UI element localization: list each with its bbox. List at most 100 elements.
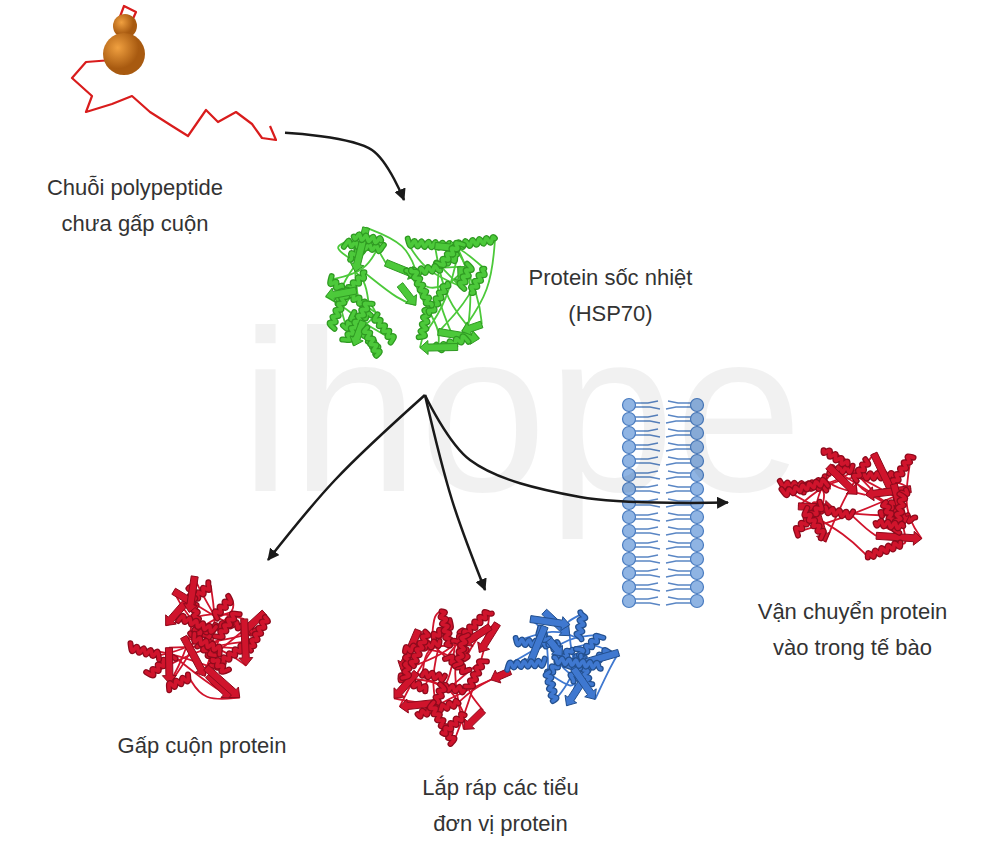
beta-strand — [420, 341, 458, 355]
lipid-head — [623, 511, 636, 524]
helix — [411, 632, 429, 666]
loops — [407, 239, 495, 348]
helix-outline — [824, 450, 848, 464]
lipid-head — [691, 567, 704, 580]
helix-outline — [455, 635, 469, 666]
lipid-head — [691, 511, 704, 524]
caption-text: Gấp cuộn protein — [92, 728, 312, 764]
beta-strand — [204, 665, 240, 698]
lipid-head — [623, 581, 636, 594]
helix-outline — [554, 657, 601, 668]
helix-outline — [169, 674, 188, 690]
helix — [781, 480, 827, 495]
lipid-head — [623, 469, 636, 482]
arrow-connector — [425, 395, 728, 503]
lipid-head — [623, 455, 636, 468]
beta-strand — [239, 619, 253, 666]
helix-outline — [178, 616, 216, 632]
helix — [876, 521, 904, 529]
helix-outline — [876, 521, 904, 529]
helix-outline — [411, 632, 429, 666]
beta-strand — [571, 667, 596, 700]
caption-text: Lắp ráp các tiểu đơn vị protein — [408, 770, 593, 842]
illustration-node: Protein sốc nhiệt (HSP70) — [325, 200, 720, 395]
watermark: ihope — [240, 297, 803, 527]
chain-line — [72, 6, 276, 140]
helix — [442, 714, 464, 734]
helix-outline — [507, 659, 545, 670]
helix — [194, 634, 220, 655]
hsp70-lobe — [406, 237, 495, 354]
folded-protein — [129, 576, 268, 699]
helix-outline — [804, 508, 824, 538]
protein-subunit — [394, 611, 512, 744]
loops — [507, 613, 619, 706]
lipid-head — [623, 539, 636, 552]
helix-outline — [868, 543, 901, 558]
lipid-head — [691, 595, 704, 608]
helix-outline — [781, 480, 827, 495]
arrow-connector — [285, 133, 404, 200]
helix — [411, 270, 432, 306]
helix — [354, 234, 381, 242]
helix — [507, 659, 545, 670]
beta-strand — [326, 287, 357, 302]
helix-outline — [411, 270, 432, 306]
helix — [455, 635, 469, 666]
lipid-head — [623, 413, 636, 426]
helix — [554, 657, 601, 668]
illustration-node: Vận chuyển protein vào trong tế bào — [728, 420, 978, 672]
helix — [364, 327, 380, 355]
helix-outline — [131, 643, 160, 659]
lipid-head — [623, 525, 636, 538]
helix — [178, 616, 216, 632]
lipid-head — [691, 539, 704, 552]
lipid-head — [691, 413, 704, 426]
lipid-head — [691, 441, 704, 454]
helix — [131, 643, 160, 659]
arrow-connector — [268, 395, 425, 560]
helix — [215, 596, 231, 618]
lipid-head — [691, 581, 704, 594]
caption-text: Vận chuyển protein vào trong tế bào — [745, 594, 960, 666]
lipid-head — [691, 469, 704, 482]
helix-outline — [436, 243, 463, 265]
lipid-head — [623, 483, 636, 496]
lipid-head — [691, 525, 704, 538]
helix — [868, 543, 901, 558]
helix — [169, 674, 188, 690]
lipid-head — [623, 595, 636, 608]
arrow-connector — [425, 395, 485, 590]
helix-outline — [354, 234, 381, 242]
helix — [546, 672, 557, 701]
loop — [852, 516, 876, 536]
protein-subunit — [507, 609, 620, 706]
helix — [248, 617, 268, 650]
lipid-head — [623, 427, 636, 440]
helix — [436, 243, 463, 265]
helix — [824, 450, 848, 464]
ribosome-large — [103, 33, 145, 75]
lipid-head — [623, 399, 636, 412]
helix-outline — [194, 634, 220, 655]
helix — [854, 459, 869, 480]
beta-strand — [184, 576, 199, 613]
lipid-head — [623, 441, 636, 454]
loop — [462, 239, 495, 331]
lipid-head — [691, 399, 704, 412]
helix-outline — [442, 714, 464, 734]
helix — [374, 314, 394, 342]
beta-strand — [530, 616, 570, 631]
helix-outline — [422, 671, 445, 680]
illustration-node: Gấp cuộn protein — [92, 560, 312, 770]
beta-strand — [464, 708, 486, 729]
helix-outline — [854, 459, 869, 480]
beta-strand — [397, 283, 416, 306]
loop — [826, 454, 874, 542]
helix — [576, 612, 585, 639]
illustration-node: Chuỗi polypeptide chưa gấp cuộn — [15, 8, 285, 248]
beta-strand — [546, 638, 562, 656]
helix — [465, 661, 487, 686]
helix — [459, 264, 471, 289]
